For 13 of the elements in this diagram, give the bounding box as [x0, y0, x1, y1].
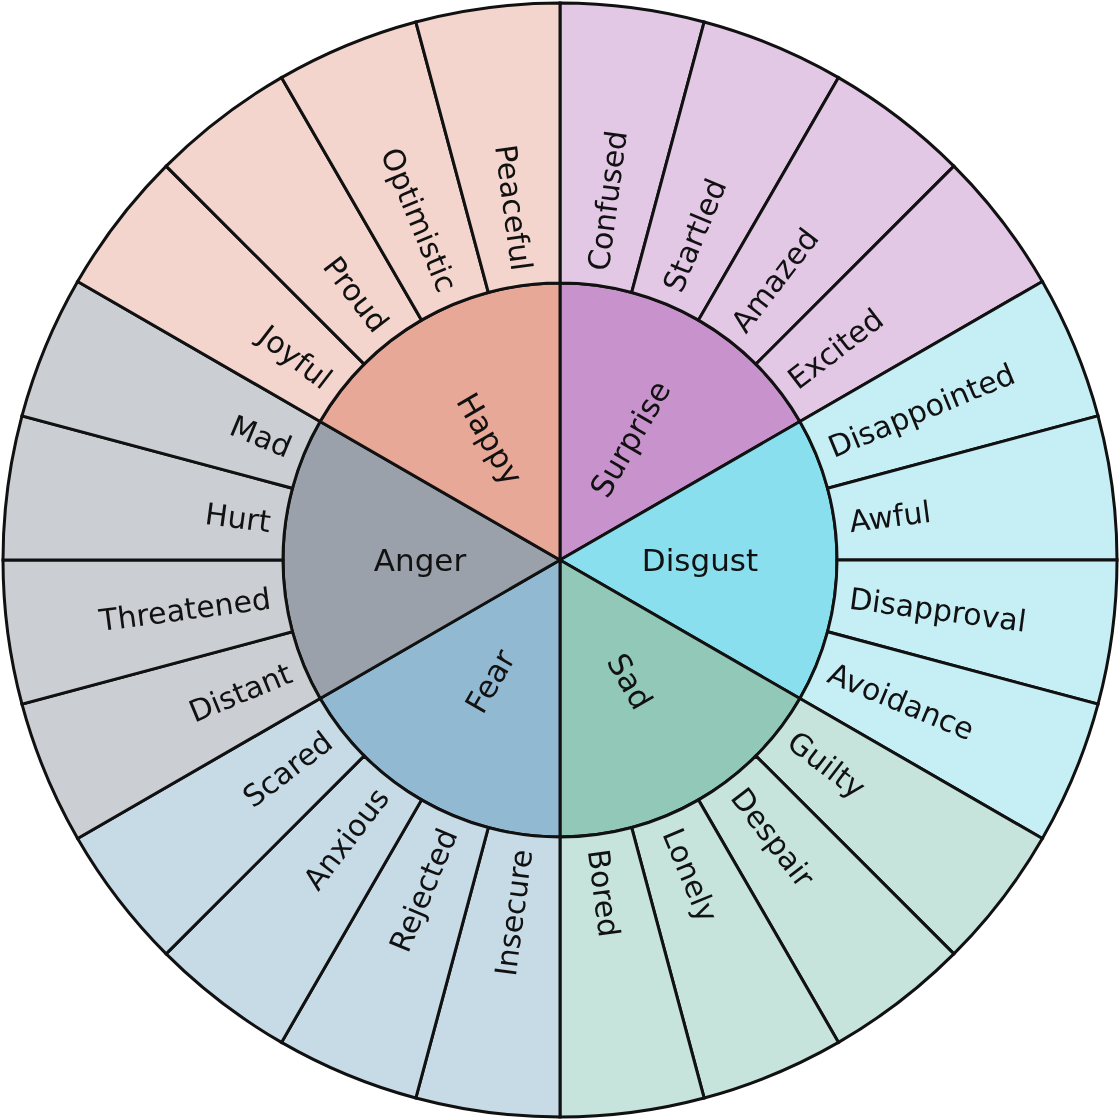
emotion-label: Lonely — [656, 823, 725, 927]
emotion-label: Confused — [581, 128, 633, 273]
emotion-label: Hurt — [203, 496, 273, 539]
emotion-segment — [1, 414, 294, 562]
core-emotion-label: Anger — [373, 542, 467, 578]
emotion-label: Insecure — [488, 847, 539, 979]
emotion-label: Peaceful — [489, 142, 539, 273]
emotion-label: Mad — [225, 408, 297, 464]
core-emotion-label: Disgust — [641, 542, 759, 578]
emotion-label: Disapproval — [847, 581, 1029, 638]
emotion-label: Awful — [847, 494, 933, 539]
emotion-label: Threatened — [97, 581, 273, 637]
emotion-label: Bored — [581, 847, 626, 940]
